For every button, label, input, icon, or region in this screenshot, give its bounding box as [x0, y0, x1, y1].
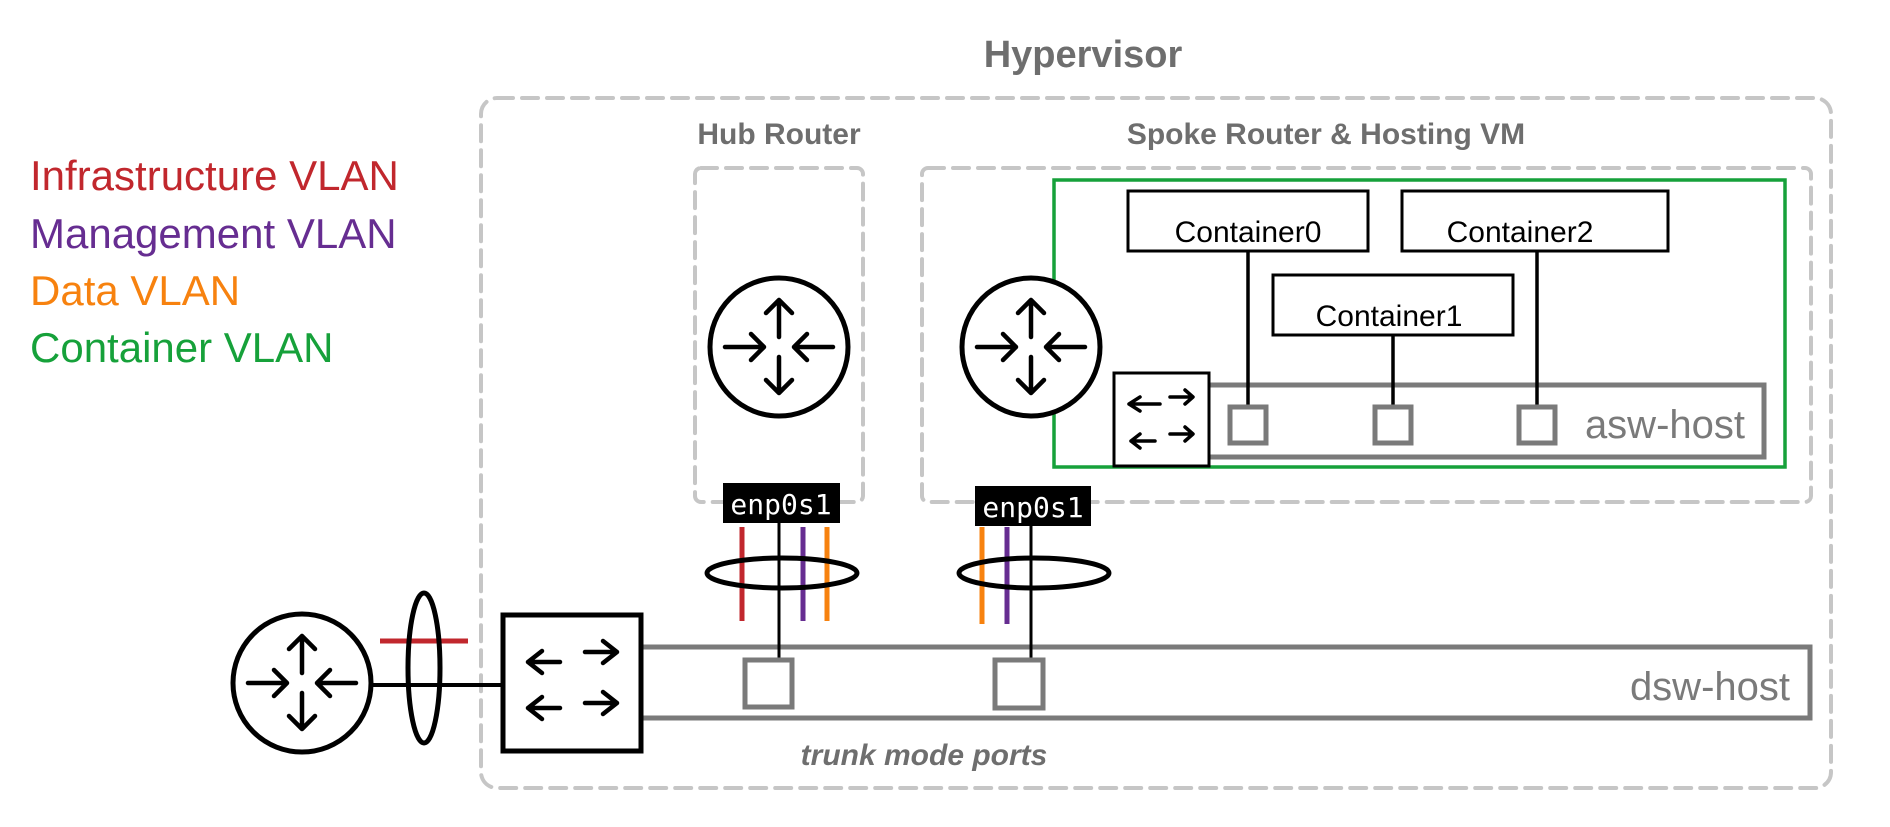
spoke-interface-text: enp0s1: [982, 491, 1083, 524]
spoke-router-boundary: [920, 166, 1813, 504]
container1-label: Container1: [1316, 300, 1463, 333]
trunk-mode-ports-label: trunk mode ports: [801, 739, 1048, 772]
asw-port-0: [1227, 404, 1269, 446]
external-trunk-bundle: [405, 590, 443, 746]
container0-label: Container0: [1175, 216, 1322, 249]
dsw-host-label: dsw-host: [1630, 665, 1790, 709]
hub-interface-label: enp0s1: [723, 483, 840, 523]
hub-router-icon: [707, 275, 851, 419]
spoke-router-icon: [959, 275, 1103, 419]
hub-interface-text: enp0s1: [730, 488, 831, 521]
asw-host-label: asw-host: [1585, 403, 1745, 447]
spoke-router-label: Spoke Router & Hosting VM: [1127, 118, 1525, 151]
dsw-port-spoke: [992, 657, 1046, 711]
spoke-interface-label: enp0s1: [975, 486, 1091, 526]
legend-management-vlan: Management VLAN: [30, 210, 397, 257]
hypervisor-boundary: [479, 96, 1833, 790]
legend: Infrastructure VLAN Management VLAN Data…: [30, 152, 399, 371]
container2-box: [1400, 189, 1670, 253]
hypervisor-title: Hypervisor: [984, 34, 1183, 76]
asw-port-1: [1372, 404, 1414, 446]
dsw-port-hub: [742, 657, 795, 710]
dsw-switch-icon: [500, 612, 644, 754]
asw-port-2: [1516, 404, 1558, 446]
hub-router-label: Hub Router: [697, 118, 861, 151]
container2-label: Container2: [1447, 216, 1594, 249]
spoke-trunk-bundle: [956, 555, 1112, 591]
asw-switch-icon: [1112, 371, 1211, 468]
legend-container-vlan: Container VLAN: [30, 324, 334, 371]
external-router-icon: [230, 611, 374, 755]
hub-trunk-bundle: [704, 555, 860, 591]
legend-infrastructure-vlan: Infrastructure VLAN: [30, 152, 399, 199]
legend-data-vlan: Data VLAN: [30, 267, 240, 314]
